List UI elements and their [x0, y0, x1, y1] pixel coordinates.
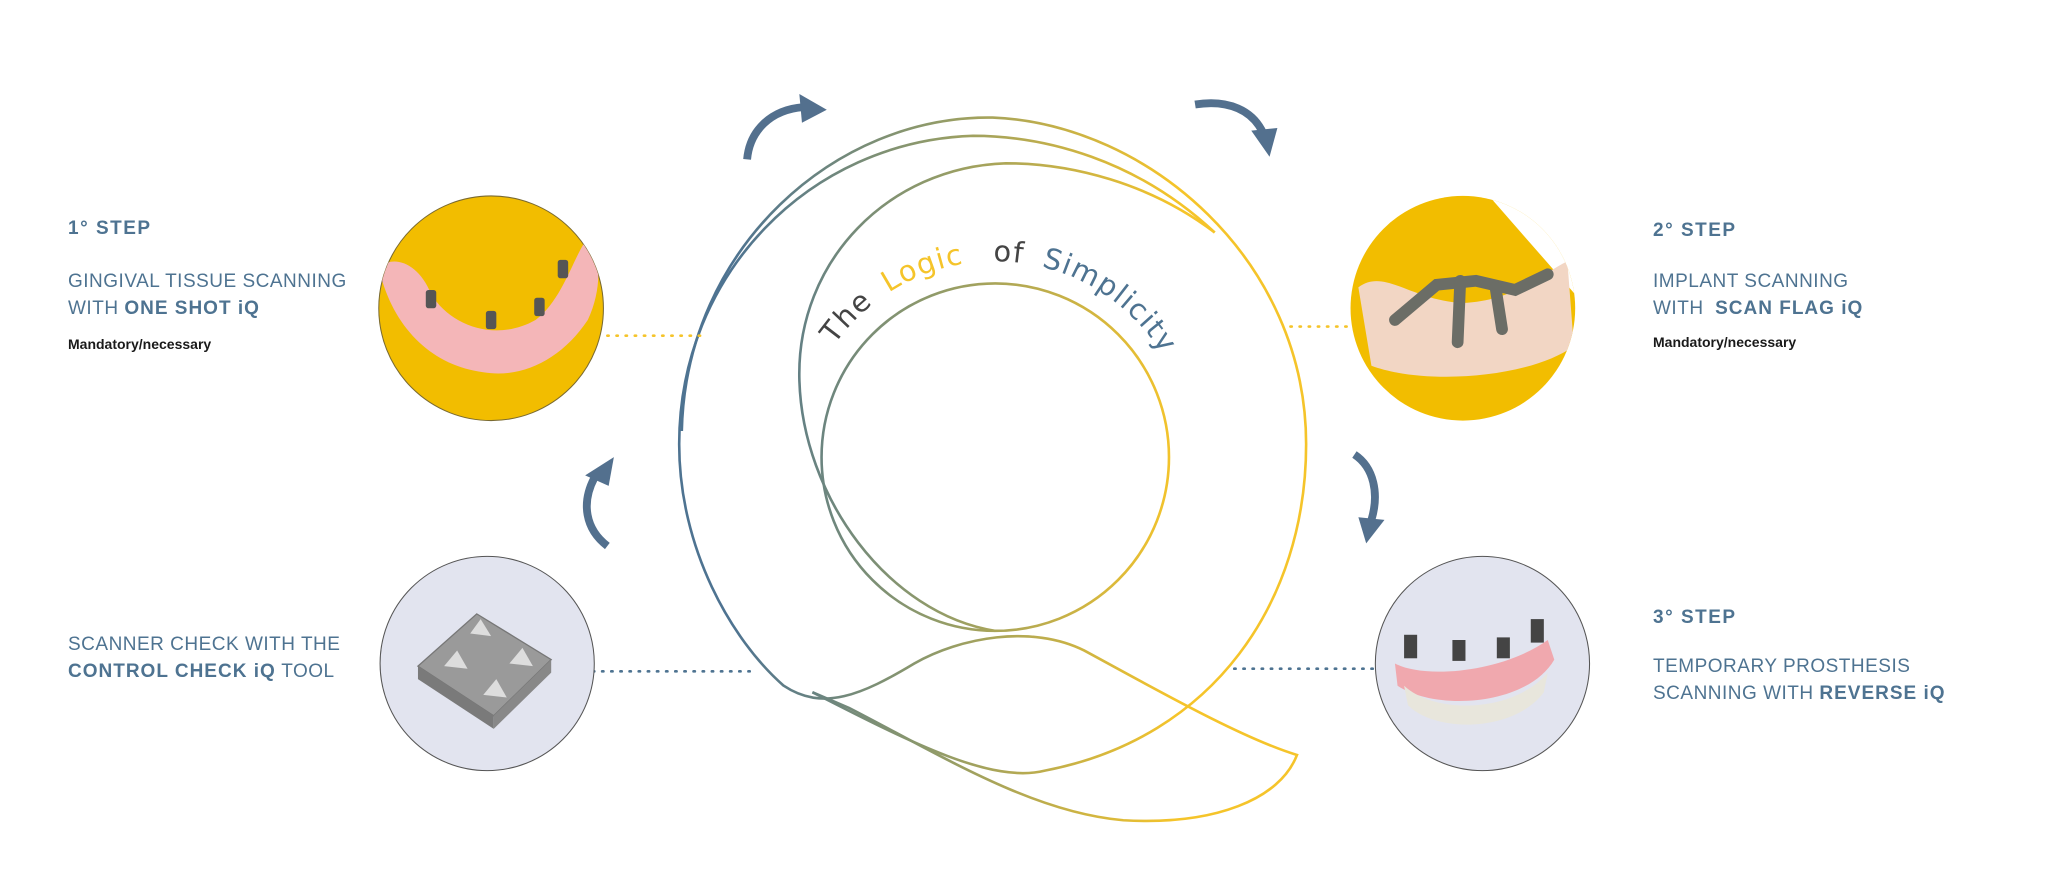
step3-line1: TEMPORARY PROSTHESIS: [1653, 656, 1911, 677]
q-logo: [677, 116, 1308, 823]
step2-product: SCAN FLAG iQ: [1715, 298, 1864, 319]
check-line1: SCANNER CHECK WITH THE: [68, 634, 341, 655]
step3-product: REVERSE iQ: [1819, 683, 1946, 704]
step3-description: TEMPORARY PROSTHESIS SCANNING WITH REVER…: [1653, 653, 1946, 707]
check-line2-text: TOOL: [275, 661, 335, 682]
check-image: [379, 555, 595, 772]
step2-label: 2° STEP: [1653, 220, 1737, 241]
title-simplicity: Simplicity: [1039, 241, 1185, 359]
step2-line2: WITH SCAN FLAG iQ: [1653, 295, 1863, 322]
step3-label: 3° STEP: [1653, 607, 1737, 628]
step1-line1: GINGIVAL TISSUE SCANNING: [68, 271, 347, 292]
step3-line2: SCANNING WITH REVERSE iQ: [1653, 680, 1946, 707]
step2-description: IMPLANT SCANNING WITH SCAN FLAG iQ: [1653, 268, 1863, 322]
step1-note: Mandatory/necessary: [68, 336, 212, 352]
step2-line1: IMPLANT SCANNING: [1653, 271, 1849, 292]
step1-product: ONE SHOT iQ: [124, 298, 260, 319]
arrow-top-right-icon: [1194, 99, 1278, 157]
step1-description: GINGIVAL TISSUE SCANNING WITH ONE SHOT i…: [68, 268, 347, 322]
step2-note: Mandatory/necessary: [1653, 334, 1797, 350]
step1-line2: WITH ONE SHOT iQ: [68, 295, 347, 322]
q-left-strand: [677, 134, 1299, 823]
q-middle-strand: [798, 161, 1216, 633]
q-inner-circle: [820, 282, 1171, 633]
step2-image: [1350, 195, 1576, 421]
step1-line2-text: WITH: [68, 298, 125, 319]
step1-image: [378, 195, 604, 422]
step2-line2-text: WITH: [1653, 298, 1716, 319]
check-description: SCANNER CHECK WITH THE CONTROL CHECK iQ …: [68, 631, 340, 685]
arrow-top-left-icon: [743, 94, 827, 160]
q-outer-loop: [680, 116, 1308, 775]
step1-label: 1° STEP: [68, 218, 152, 239]
check-product: CONTROL CHECK iQ: [68, 661, 276, 682]
step3-line2-text: SCANNING WITH: [1653, 683, 1820, 704]
arrow-right-icon: [1352, 451, 1385, 544]
check-line2: CONTROL CHECK iQ TOOL: [68, 658, 340, 685]
step3-image: [1374, 555, 1591, 772]
title-of: of: [993, 234, 1027, 270]
arrow-left-icon: [582, 457, 614, 550]
